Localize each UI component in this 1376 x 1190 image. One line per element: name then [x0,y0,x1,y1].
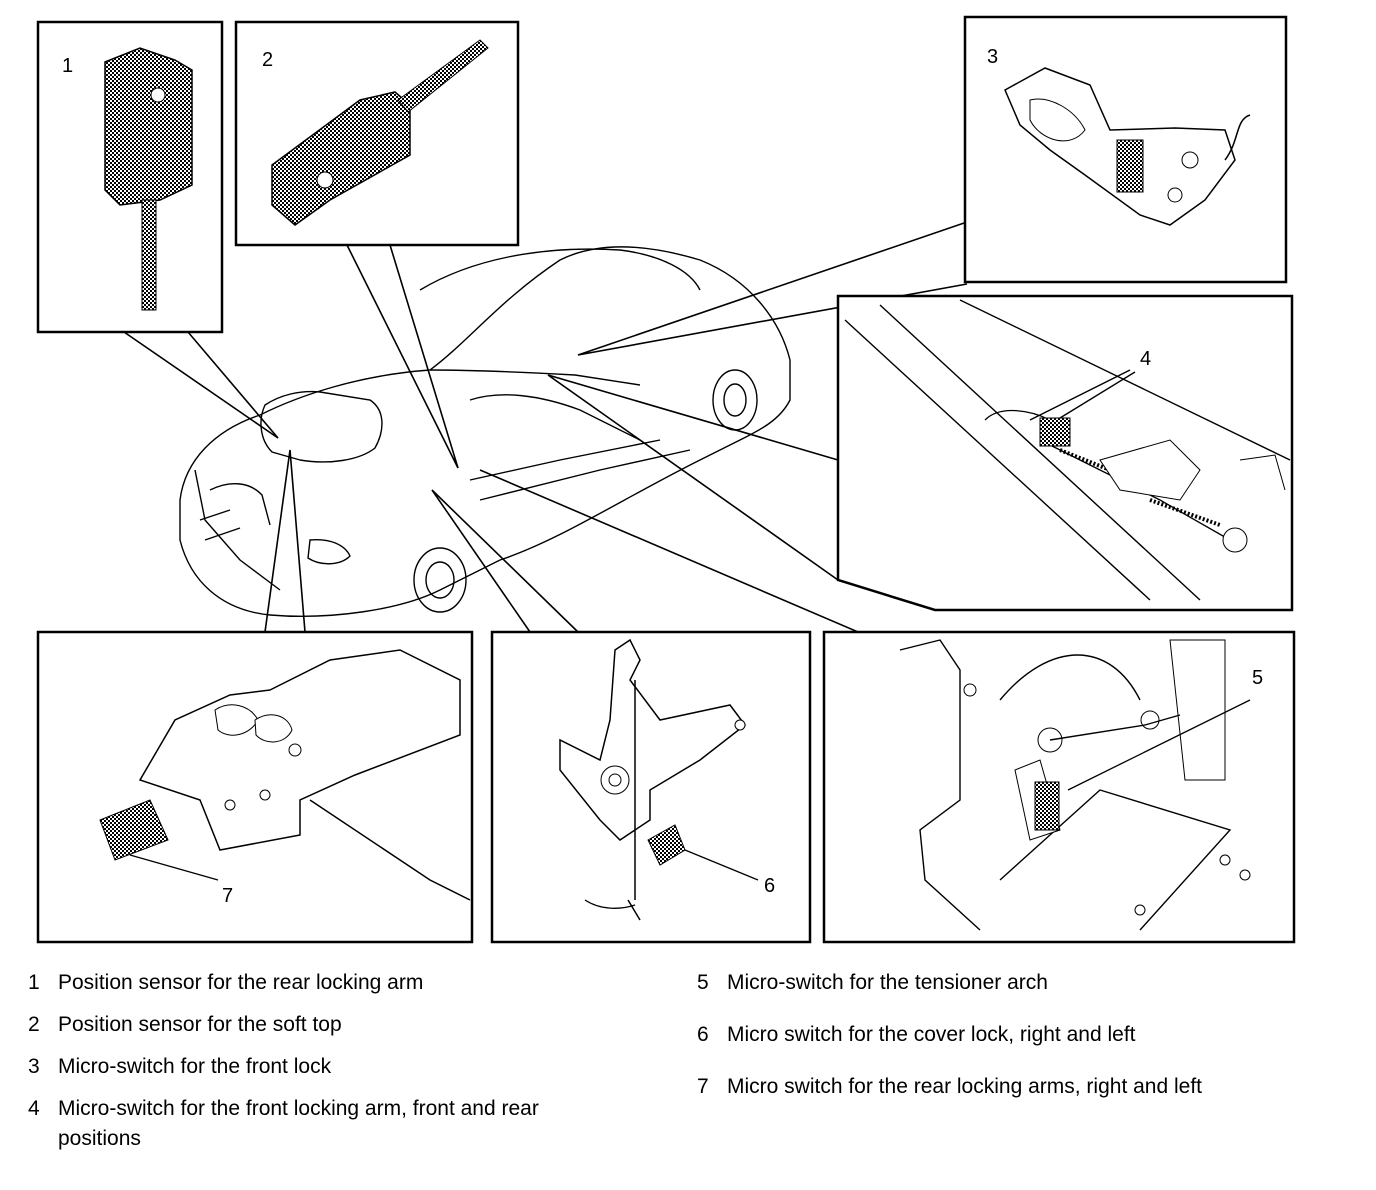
car-illustration [179,246,791,617]
legend-item: 6 Micro switch for the cover lock, right… [697,1020,1337,1050]
legend-text: Micro-switch for the tensioner arch [727,971,1048,994]
panel-5-tensioner-arch: 5 [822,630,1296,944]
legend-number: 2 [28,1013,40,1036]
legend-item: 2 Position sensor for the soft top [28,1010,668,1040]
legend-item: 5 Micro-switch for the tensioner arch [697,968,1337,998]
legend-number: 5 [697,971,709,994]
legend-text: Micro switch for the rear locking arms, … [727,1075,1203,1098]
legend-text: Position sensor for the soft top [58,1013,342,1036]
component-diagram: 1 2 3 4 [36,15,1296,944]
legend-number: 7 [697,1075,709,1098]
panel-3-number: 3 [987,46,998,68]
callout-4: 4 [1140,348,1151,370]
legend-number: 1 [28,971,40,994]
panel-4-front-locking-arm: 4 [836,294,1294,612]
legend-item: 1 Position sensor for the rear locking a… [28,968,668,998]
legend-text: Micro-switch for the front locking arm, … [58,1097,539,1150]
callout-5: 5 [1252,667,1263,689]
legend-left: 1 Position sensor for the rear locking a… [28,968,668,1166]
callout-7: 7 [222,885,233,907]
legend-right: 5 Micro-switch for the tensioner arch 6 … [697,968,1337,1124]
panel-6-cover-lock: 6 [490,630,812,944]
panel-2-number: 2 [262,49,273,71]
legend-item: 7 Micro switch for the rear locking arms… [697,1072,1337,1102]
legend-text: Micro switch for the cover lock, right a… [727,1023,1136,1046]
legend-text: Micro-switch for the front lock [58,1055,332,1078]
legend-number: 4 [28,1097,40,1120]
panel-7-rear-locking-arm: 7 [36,630,474,944]
legend-text: Position sensor for the rear locking arm [58,971,424,994]
panel-3-front-lock: 3 [963,15,1288,284]
legend-item: 4 Micro-switch for the front locking arm… [28,1094,668,1154]
legend-number: 6 [697,1023,709,1046]
legend-number: 3 [28,1055,40,1078]
callout-6: 6 [764,875,775,897]
legend-item: 3 Micro-switch for the front lock [28,1052,668,1082]
panel-1-position-sensor: 1 [36,20,224,334]
panel-1-number: 1 [62,55,73,77]
panel-2-position-sensor: 2 [234,20,520,247]
